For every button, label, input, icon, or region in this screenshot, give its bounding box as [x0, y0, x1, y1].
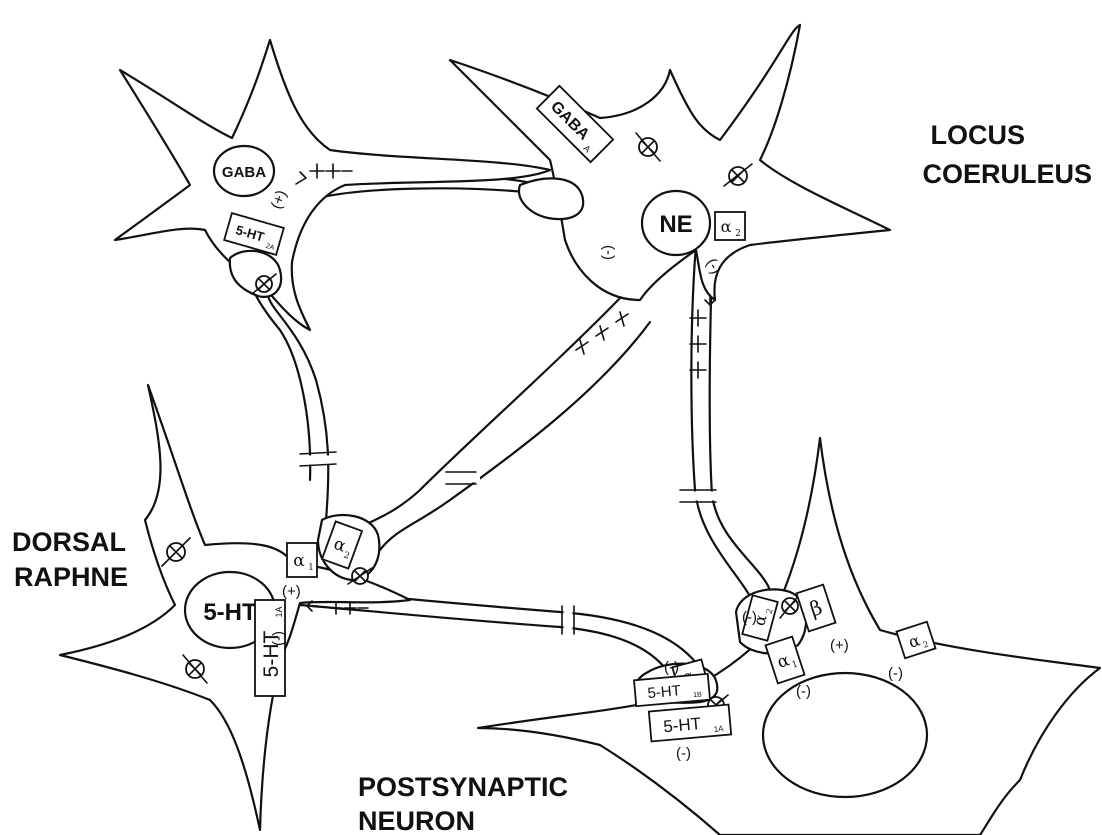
ne-terminal-minus-sign: (-)	[742, 609, 757, 626]
raphe-alpha1-receptor: α 1	[287, 543, 317, 577]
post-label-line1: POSTSYNAPTIC	[358, 772, 568, 802]
post-ht1a-minus-sign: (-)	[676, 745, 691, 762]
ht1b-label: 5-HT	[647, 682, 682, 702]
lc-alpha2-receptor: α 2	[715, 212, 745, 240]
gaba-terminal-at-lc	[519, 178, 583, 219]
raphe-ht1a-subscript: 1A	[274, 606, 284, 617]
ht1b-receptor: 5-HT 1B	[634, 674, 710, 706]
lc-alpha2-subscript: 2	[735, 229, 741, 239]
lc-alpha2-symbol: α	[721, 217, 732, 236]
raphe-ht1a-receptor: 5-HT 1A	[255, 600, 285, 696]
serotonin-terminal-minus-sign: (-)	[664, 659, 679, 676]
post-ht1a-receptor: 5-HT 1A	[649, 705, 731, 742]
lc-gaba-minus-sign: (-)	[600, 245, 617, 260]
ne-label: NE	[659, 211, 692, 238]
dorsal-label-line2: RAPHNE	[14, 562, 128, 592]
locus-label-line1: LOCUS	[931, 120, 1026, 150]
alpha1-minus-sign: (-)	[796, 683, 811, 700]
postsynaptic-nucleus	[763, 673, 927, 797]
locus-label-line2: COERULEUS	[922, 159, 1092, 189]
raphe-plus-sign: (+)	[282, 583, 301, 600]
raphe-alpha1-symbol: α	[293, 551, 305, 571]
post-ht1a-subscript: 1A	[713, 724, 724, 734]
locus-coeruleus-neuron-body	[450, 25, 890, 300]
post-ht1a-label: 5-HT	[663, 714, 702, 736]
dorsal-label-line1: DORSAL	[12, 527, 126, 557]
gaba-label: GABA	[222, 164, 266, 181]
alpha2-right-minus-sign: (-)	[888, 665, 903, 682]
raphe-alpha1-subscript: 1	[308, 563, 314, 573]
raphe-minus-sign: (-)	[270, 631, 287, 646]
beta-plus-sign: (+)	[830, 637, 849, 654]
serotonin-label: 5-HT	[203, 599, 257, 626]
lc-to-post-axon	[691, 245, 770, 600]
ht1b-subscript: 1B	[693, 691, 702, 699]
serotonin-terminal-at-gaba	[230, 251, 281, 297]
post-label-line2: NEURON	[358, 806, 475, 835]
lc-to-raphe-axon	[352, 296, 650, 550]
synaptic-cross-icon	[330, 602, 368, 614]
